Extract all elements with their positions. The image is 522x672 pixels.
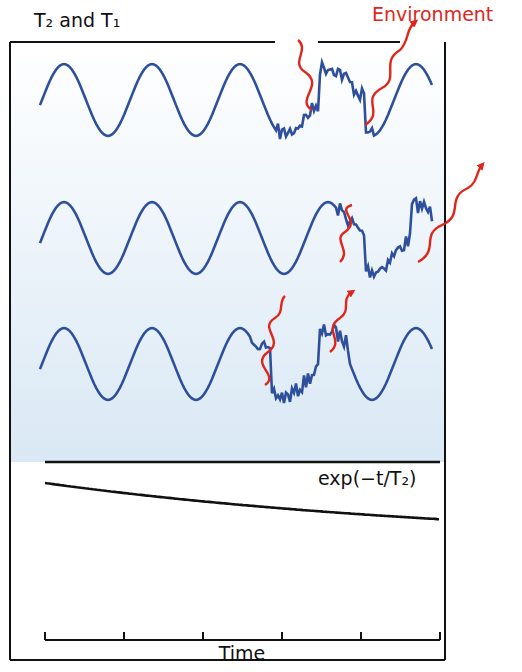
wave xyxy=(40,198,432,277)
axis-label: Time xyxy=(219,643,266,664)
panel-title: T₂ and T₁ xyxy=(34,10,120,31)
environment-arrows xyxy=(262,22,482,385)
tick xyxy=(281,632,283,640)
frame xyxy=(10,42,445,660)
tick xyxy=(123,632,125,640)
wave xyxy=(40,325,432,404)
tick xyxy=(360,632,362,640)
axis-ticks xyxy=(45,632,440,640)
tick xyxy=(44,632,46,640)
environment-label: Environment xyxy=(372,4,493,25)
tick xyxy=(439,632,441,640)
tick xyxy=(202,632,204,640)
formula-label: exp(−t/T₂) xyxy=(318,468,416,489)
panel-ground xyxy=(10,42,445,462)
